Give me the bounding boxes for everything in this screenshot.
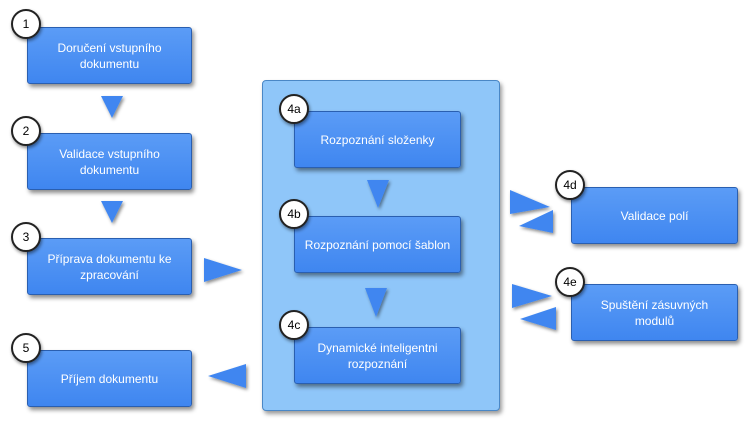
arrow-down-4b-4c	[365, 288, 387, 317]
step-4d-badge: 4d	[555, 170, 585, 200]
arrow-down-1-2	[101, 96, 123, 118]
step-4e-badge: 4e	[555, 267, 585, 297]
step-4c-badge: 4c	[279, 310, 309, 340]
step-4a-badge: 4a	[279, 94, 309, 124]
step-4d-box: Validace polí	[571, 187, 738, 244]
step-3-box: Příprava dokumentu ke zpracování	[27, 238, 192, 295]
step-4a-box: Rozpoznání složenky	[294, 111, 461, 168]
step-5-label: Příjem dokumentu	[60, 371, 159, 386]
step-4e-box: Spuštění zásuvných modulů	[571, 284, 738, 341]
step-5-box: Příjem dokumentu	[27, 350, 192, 407]
step-5-badge: 5	[11, 333, 41, 363]
arrow-left-4d-4	[519, 210, 553, 233]
step-4b-label: Rozpoznání pomocí šablon	[304, 237, 451, 252]
step-2-label: Validace vstupního dokumentu	[59, 146, 160, 177]
arrow-right-4-4d	[510, 190, 550, 214]
arrow-down-4a-4b	[367, 180, 389, 208]
step-4b-box: Rozpoznání pomocí šablon	[294, 216, 461, 273]
step-4d-label: Validace polí	[620, 208, 689, 223]
arrow-right-3-4	[204, 258, 242, 282]
step-1-label: Doručení vstupního dokumentu	[57, 40, 162, 71]
arrow-left-4-5	[208, 364, 246, 388]
step-4a-label: Rozpoznání složenky	[320, 132, 435, 147]
step-4e-label: Spuštění zásuvných modulů	[600, 297, 709, 328]
arrow-left-4e-4	[520, 307, 556, 330]
step-2-box: Validace vstupního dokumentu	[27, 133, 192, 190]
step-1-box: Doručení vstupního dokumentu	[27, 27, 192, 84]
step-2-badge: 2	[11, 116, 41, 146]
step-4c-box: Dynamické inteligentni rozpoznání	[294, 327, 461, 384]
step-4c-label: Dynamické inteligentni rozpoznání	[317, 340, 438, 371]
step-3-label: Příprava dokumentu ke zpracování	[47, 251, 172, 282]
step-1-badge: 1	[11, 9, 41, 39]
arrow-right-4-4e	[512, 284, 552, 308]
step-4b-badge: 4b	[279, 199, 309, 229]
arrow-down-2-3	[101, 201, 123, 223]
step-3-badge: 3	[11, 222, 41, 252]
